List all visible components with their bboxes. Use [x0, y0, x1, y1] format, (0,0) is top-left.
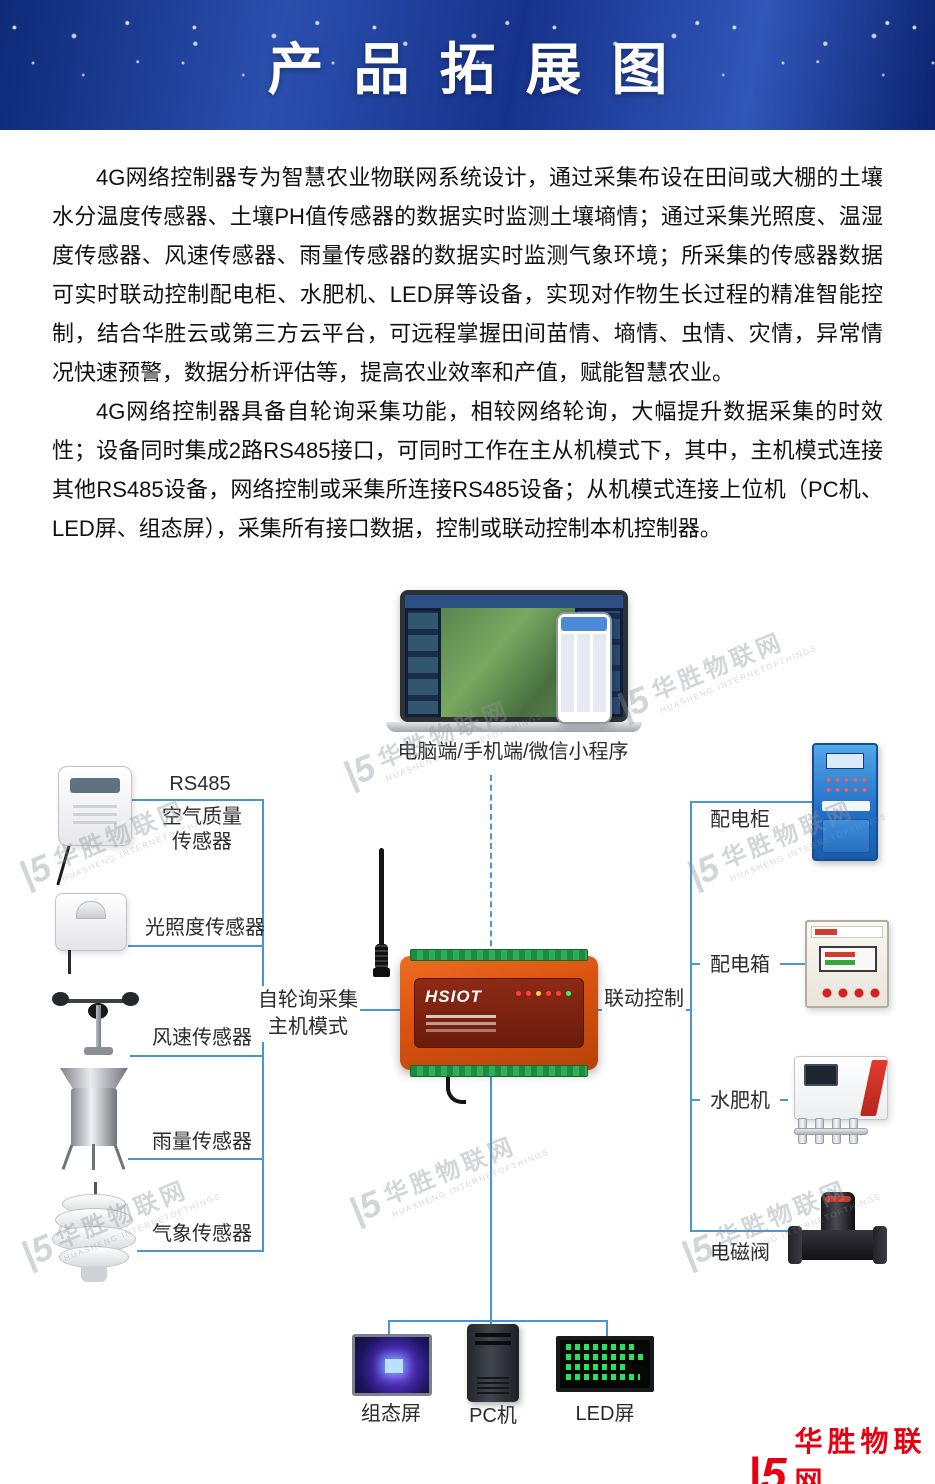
- watermark-subtitle: HUASHENG INTERNETOFTHINGS: [658, 643, 819, 716]
- rain-body: [71, 1088, 117, 1146]
- linkage-label: 联动控制: [602, 986, 686, 1013]
- hmi-stub-line: [388, 1320, 390, 1336]
- laptop-base: [386, 722, 642, 732]
- weather-sensor-label: 气象传感器: [152, 1223, 252, 1245]
- rain-sensor-label: 雨量传感器: [152, 1131, 252, 1153]
- rain-funnel: [60, 1068, 128, 1088]
- weather-antenna: [94, 1182, 97, 1196]
- weather-sensor-image: [48, 1182, 140, 1288]
- cabinet-strip: [822, 801, 870, 811]
- air-sensor-line: [132, 799, 262, 801]
- watermark-subtitle: HUASHENG INTERNETOFTHINGS: [390, 1147, 551, 1220]
- wind-sensor-label: 风速传感器: [152, 1027, 252, 1049]
- intro-paragraph-2: 4G网络控制器具备自轮询采集功能，相较网络轮询，大幅提升数据采集的时效性；设备同…: [52, 399, 883, 541]
- fertilizer-hpipe: [794, 1128, 868, 1135]
- hmi-screen-label: 组态屏: [361, 1403, 421, 1425]
- page-banner: 产品拓展图: [0, 0, 935, 130]
- cloud-to-controller-line: [490, 775, 492, 956]
- wind-cup: [52, 992, 69, 1006]
- dashboard-left-panel: [405, 608, 441, 717]
- dashboard-topbar: [405, 595, 623, 608]
- hs-logo-icon: |5: [343, 1181, 387, 1232]
- rain-leg: [61, 1144, 74, 1170]
- phone-header: [561, 617, 607, 631]
- distribution-box-image: [805, 920, 889, 1008]
- light-sensor-label: 光照度传感器: [145, 917, 265, 939]
- weather-plate: [59, 1246, 129, 1268]
- power-cabinet-label: 配电柜: [710, 809, 770, 831]
- light-sensor-line: [128, 945, 262, 947]
- controller-antenna: [373, 848, 390, 977]
- controller-panel: HSIOT: [414, 978, 584, 1048]
- cabinet-line: [690, 801, 812, 803]
- weather-base: [81, 1266, 107, 1282]
- rain-sensor-image: [58, 1068, 130, 1172]
- pc-label: PC机: [469, 1405, 517, 1427]
- valve-line: [690, 1230, 790, 1232]
- weather-sensor-line: [137, 1250, 262, 1252]
- led-screen-label: LED屏: [575, 1403, 635, 1425]
- client-label: 电脑端/手机端/微信小程序: [397, 741, 629, 763]
- valve-body: [788, 1226, 887, 1264]
- footer-brand-name: 华胜物联网: [794, 1426, 927, 1484]
- phone-app-grid: [561, 634, 607, 712]
- solenoid-valve-image: [788, 1192, 887, 1272]
- cabinet-panel: [822, 819, 870, 853]
- air-quality-sensor-image: [58, 766, 132, 846]
- distribution-box-label: 配电箱: [700, 952, 780, 979]
- controller-brand: HSIOT: [425, 987, 482, 1006]
- cabinet-screen: [826, 753, 864, 769]
- intro-text: 4G网络控制器专为智慧农业物联网系统设计，通过采集布设在田间或大棚的土壤水分温度…: [52, 158, 883, 548]
- led-stub-line: [606, 1320, 608, 1336]
- intro-paragraph-1: 4G网络控制器专为智慧农业物联网系统设计，通过采集布设在田间或大棚的土壤水分温度…: [52, 165, 883, 385]
- wind-sensor-line: [130, 1055, 262, 1057]
- terminal-block-bottom: [410, 1065, 588, 1077]
- dashboard-map: [441, 608, 575, 717]
- controller-down-line: [490, 1070, 492, 1320]
- box-screen: [819, 946, 877, 972]
- wind-cup: [122, 992, 139, 1006]
- power-cabinet-image: [812, 743, 878, 861]
- right-bus-line: [690, 801, 692, 1231]
- air-quality-sensor-label: 空气质量 传感器: [162, 806, 242, 853]
- rain-leg: [113, 1144, 126, 1170]
- led-screen-image: [556, 1336, 654, 1392]
- hs-logo-icon: |5: [748, 1447, 787, 1484]
- phone-image: [556, 612, 612, 724]
- wind-base: [84, 1047, 113, 1055]
- rain-leg: [92, 1144, 95, 1170]
- hs-logo-icon: |5: [13, 845, 57, 896]
- terminal-block-top: [410, 949, 588, 961]
- valve-coil: [821, 1192, 855, 1234]
- controller-device: HSIOT: [400, 949, 598, 1077]
- wind-sensor-image: [52, 983, 144, 1061]
- fertilizer-machine-image: [788, 1056, 892, 1146]
- air-sensor-antenna: [56, 844, 71, 886]
- host-mode-label: 自轮询采集 主机模式: [256, 986, 360, 1042]
- wind-pole: [96, 1005, 101, 1049]
- page-title: 产品拓展图: [267, 37, 698, 101]
- bottom-bus-line: [388, 1320, 608, 1322]
- fertilizer-machine-label: 水肥机: [700, 1088, 780, 1115]
- solenoid-valve-label: 电磁阀: [700, 1240, 780, 1267]
- watermark-brand: 华胜物联网: [380, 1132, 521, 1210]
- hmi-screen-image: [352, 1334, 432, 1396]
- cabinet-indicators: [824, 775, 868, 795]
- fertilizer-screen: [804, 1064, 838, 1086]
- rs485-label: RS485: [169, 773, 231, 795]
- rain-sensor-line: [128, 1158, 262, 1160]
- footer-brand: |5 华胜物联网 HUASHENG INTERNETOFTHINGS: [748, 1420, 935, 1484]
- wind-arm: [58, 999, 138, 1003]
- hs-logo-icon: |5: [681, 845, 725, 896]
- pc-tower-image: [467, 1324, 519, 1402]
- box-header: [811, 926, 883, 938]
- light-sensor-image: [55, 893, 127, 974]
- box-buttons: [817, 986, 881, 998]
- controller-cable: [446, 1068, 466, 1104]
- watermark-brand: 华胜物联网: [648, 628, 789, 706]
